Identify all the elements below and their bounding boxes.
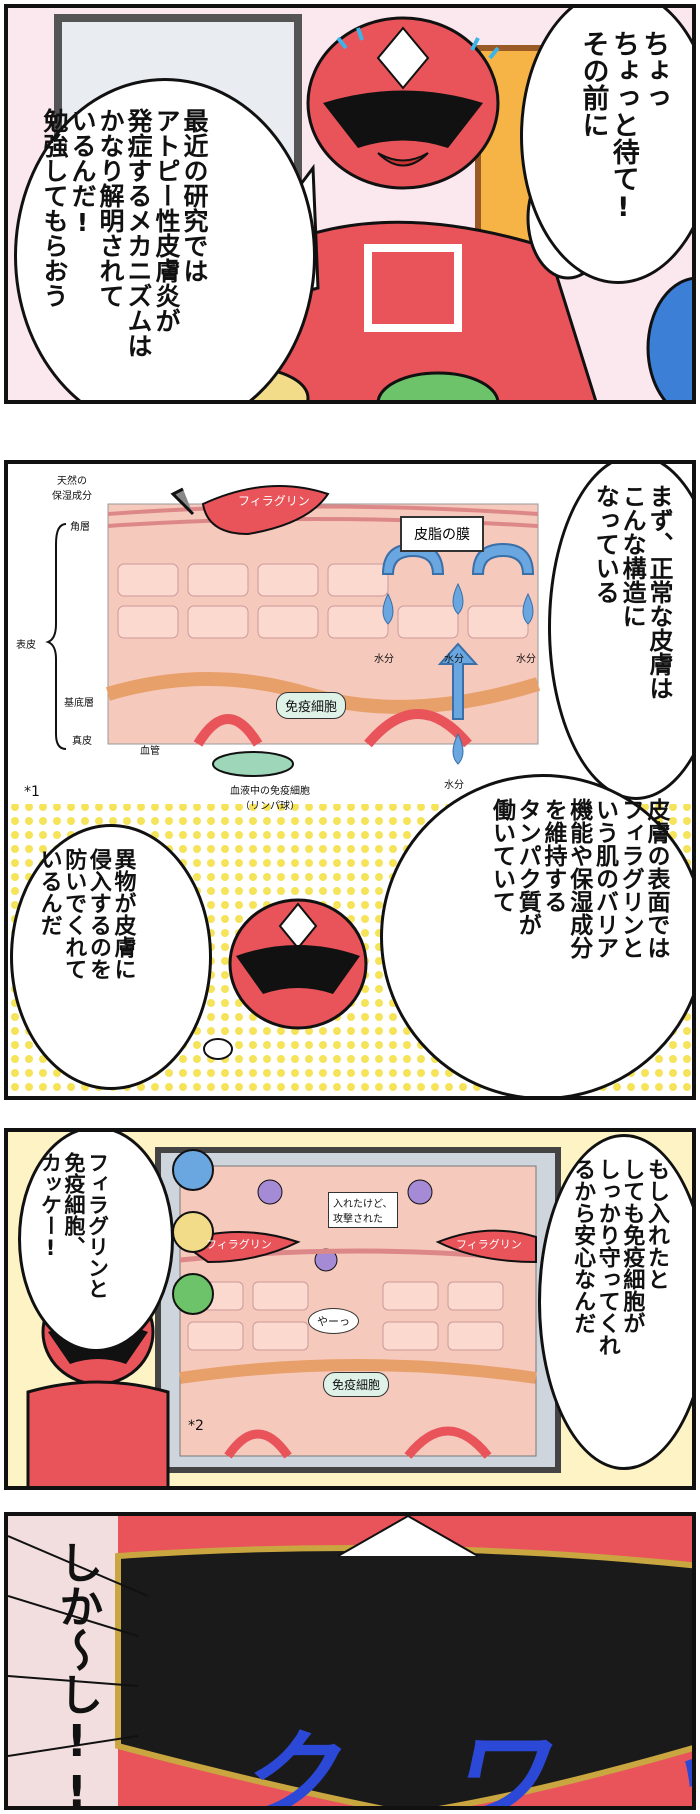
label-basal-layer: 基底層 [64,698,94,709]
hero-visor [323,90,483,148]
epidermis-brace [45,523,67,750]
bubble-text-cool: フィラグリンと 免疫細胞、 カッケー! [38,1152,110,1299]
chest-emblem-icon [364,244,462,332]
blood-vessel-left [193,714,263,747]
label-blood-immune-cell: 血液中の免疫細胞 （リンパ球） [230,786,310,812]
monitor-vessel-right [404,1426,492,1459]
label-filaggrin-right: フィラグリン [456,1238,522,1251]
label-epidermis: 表皮 [16,640,36,651]
keratinocyte-cells [117,563,529,639]
label-sebum-film: 皮脂の膜 [400,516,484,552]
green-ranger-icon [172,1273,214,1315]
filaggrin-character [201,485,330,536]
lymphocyte-icon [212,751,294,777]
label-water-3: 水分 [516,654,536,665]
helmet-diamond-icon [337,1516,479,1557]
bubble-text-research: 最近の研究では アトピー性皮膚炎が 発症するメカニズムは かなり解明されて いる… [40,108,209,358]
label-stratum-corneum: 角層 [70,522,90,533]
bubble-text-foreign: 異物が皮膚に 侵入するのを 防いでくれて いるんだ [36,848,136,980]
label-blood-vessel: 血管 [140,746,160,757]
hero-visor [236,945,360,994]
trowel-icon [170,487,195,516]
speed-lines [8,1535,149,1757]
speech-bubble-left [14,78,316,400]
shout-text: しか〜し!!! [51,1540,103,1810]
label-filaggrin: フィラグリン [238,494,310,508]
label-immune-cell: 免疫細胞 [276,692,347,719]
panel-2: 天然の 保湿成分 角層 表皮 基底層 真皮 フィラグリン 皮脂の膜 水分 水分 … [4,460,696,1100]
filaggrin-right-character [435,1229,537,1264]
speech-bubble-right [538,1134,692,1470]
bubble-text-structure: まず、正常な皮膚は こんな構造に なっている [591,484,673,700]
speech-bubble-mid [380,774,692,1096]
monitor-vessel-left [224,1429,292,1459]
blue-onlooker [646,276,692,400]
panel-3: フィラグリン フィラグリン 入れたけど、 攻撃された やーっ 免疫細胞 *2 も… [4,1128,696,1490]
sweat-marks-icon [336,27,500,60]
helmet-diamond-icon [376,26,430,90]
water-droplet-icons [382,582,534,765]
hero-body [26,1380,170,1486]
label-natural-moisture: 天然の 保湿成分 [52,476,92,502]
bubble-text-wait: ちょっ ちょっと待て! その前に [577,30,669,223]
panel-4: しか〜し!!! クワッ [4,1512,696,1810]
bubble-text-reassure: もし入れたと しても免疫細胞が しっかり守ってくれ るから安心なんだ [570,1158,669,1356]
monitor-cells [187,1281,504,1351]
speech-bubble-right [520,8,692,284]
label-water-1: 水分 [374,654,394,665]
speech-bubble-bottom [10,824,212,1090]
panel-4-art [8,1516,692,1806]
green-onlooker [376,371,500,400]
label-entered-attacked: 入れたけど、 攻撃された [328,1192,398,1228]
hero-mouth [377,152,429,167]
label-immune-cell: 免疫細胞 [323,1372,390,1397]
blood-vessel-right [364,709,472,748]
pointing-glove [203,1038,233,1060]
speech-bubble-top [548,464,692,800]
monitor-basal-band [179,1359,537,1384]
footnote-2: *2 [188,1418,204,1434]
label-water-4: 水分 [444,780,464,791]
label-water-2: 水分 [444,654,464,665]
footnote-1: *1 [24,784,40,800]
bubble-text-filaggrin: 皮膚の表面では フィラグリンと いう肌のバリア 機能や保湿成分 を維持する タン… [488,798,670,959]
speech-bubble-left [18,1132,174,1352]
label-dermis: 真皮 [72,736,92,747]
label-filaggrin-left: フィラグリン [206,1238,272,1251]
panel-1: ちょっ ちょっと待て! その前に 最近の研究では アトピー性皮膚炎が 発症するメ… [4,4,696,404]
label-yaa: やーっ [308,1308,359,1334]
blue-ranger-icon [172,1149,214,1191]
sfx-text: クワッ [233,1719,696,1810]
